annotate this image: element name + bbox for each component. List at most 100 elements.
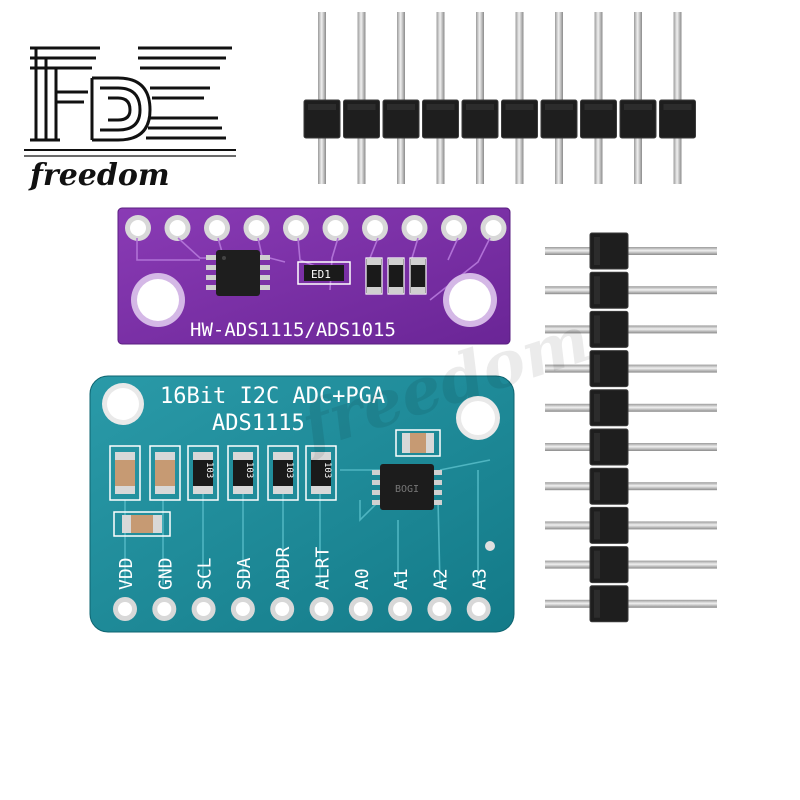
header-pin	[555, 12, 563, 184]
blue-mount-hole-right	[461, 401, 495, 435]
pin-label: A1	[391, 568, 412, 590]
pin-pad-hole	[157, 602, 172, 616]
resistor-code: 103	[204, 462, 214, 478]
blue-capacitor-upper	[395, 429, 441, 457]
header-pin	[476, 12, 484, 184]
purple-top-pads	[125, 215, 507, 241]
pin-label: ADDR	[273, 546, 294, 590]
silk-outline	[109, 445, 141, 501]
smd-terminal	[233, 452, 253, 460]
resistor-code: 103	[322, 462, 332, 478]
blue-traces	[124, 459, 491, 586]
smd-terminal	[193, 452, 213, 460]
smd-terminal	[311, 452, 331, 460]
header-housing-highlight	[387, 104, 415, 110]
logo-tagline: freedom	[28, 158, 170, 193]
smd-terminal	[155, 486, 175, 494]
header-pin	[545, 443, 717, 451]
purple-smd-parts: ED1	[297, 257, 427, 295]
pin-label: A3	[470, 568, 491, 590]
purple-pad-hole	[209, 220, 225, 236]
silk-outline	[267, 445, 299, 501]
header-housing-highlight	[594, 276, 600, 305]
smd-terminal	[155, 452, 175, 460]
pin-label: SCL	[195, 557, 216, 590]
blue-board-chip-name: ADS1115	[212, 411, 305, 436]
purple-pad-hole	[248, 220, 265, 236]
header-pin	[545, 364, 717, 373]
smd-resistor	[273, 452, 293, 494]
header-housing-highlight	[594, 511, 600, 540]
brand-logo: freedom	[24, 46, 236, 193]
header-housing-highlight	[545, 104, 573, 110]
pin-pad-hole	[432, 602, 447, 616]
pin-label: VDD	[116, 557, 137, 590]
header-pin	[673, 12, 682, 184]
pin-pad-hole	[353, 602, 368, 616]
silk-outline	[149, 445, 181, 501]
pin-label: A0	[352, 568, 373, 590]
blue-pin-row: VDD GND SCL SDA ADDR ALRT A0 A1 A2 A3	[113, 546, 491, 621]
pin-pad-hole	[196, 602, 211, 616]
blue-board-title: 16Bit I2C ADC+PGA	[160, 384, 385, 409]
blue-smd-row: 103 103 103 103	[109, 445, 337, 501]
pin-pad-hole	[235, 602, 250, 616]
header-housing-highlight	[663, 104, 692, 110]
smd-terminal	[233, 486, 253, 494]
header-pin	[634, 12, 642, 184]
purple-pad-hole	[446, 220, 462, 236]
blue-ic-chip: BOGI	[372, 464, 442, 510]
pin-pad-hole	[118, 602, 132, 616]
header-housing-highlight	[594, 550, 600, 579]
smd-terminal	[115, 486, 135, 494]
smd-terminal	[311, 486, 331, 494]
resistor-code: 103	[284, 462, 294, 478]
header-housing-highlight	[505, 104, 534, 110]
header-housing-highlight	[594, 589, 600, 618]
purple-mount-hole-left	[137, 279, 179, 321]
pin-label: SDA	[234, 557, 255, 590]
header-housing-highlight	[594, 354, 600, 383]
blue-adc-board: 16Bit I2C ADC+PGA ADS1115 103 103 103 103	[89, 375, 515, 633]
pin-label: GND	[155, 557, 176, 590]
header-housing-highlight	[426, 104, 455, 110]
header-pin	[545, 325, 717, 334]
purple-pad-hole	[406, 220, 423, 236]
header-pin	[545, 403, 717, 412]
pin-pad-hole	[275, 602, 290, 616]
header-pin	[545, 599, 717, 608]
silk-outline	[227, 445, 259, 501]
header-pin	[436, 12, 445, 184]
purple-resistor-code: ED1	[311, 268, 331, 281]
pin-label: A2	[430, 568, 451, 590]
purple-pad-hole	[367, 220, 383, 236]
pin-pad-hole	[471, 602, 486, 616]
header-housing-highlight	[594, 315, 600, 344]
logo-letters-graphic	[30, 46, 232, 142]
purple-ic-chip	[206, 250, 270, 296]
silk-outline	[187, 445, 219, 501]
header-pin	[545, 521, 717, 530]
blue-via	[485, 541, 495, 551]
pin-label: ALRT	[313, 546, 334, 590]
purple-pad-hole	[130, 220, 146, 236]
header-pin	[545, 560, 717, 569]
top-pin-header	[303, 12, 696, 184]
pin-pad-hole	[393, 602, 408, 616]
purple-mount-hole-right	[449, 279, 491, 321]
header-housing-highlight	[584, 104, 613, 110]
header-pin	[545, 482, 717, 491]
header-housing-highlight	[347, 104, 376, 110]
purple-adc-board: ED1 HW-ADS1115/ADS1015	[117, 207, 511, 345]
header-housing-highlight	[594, 472, 600, 501]
header-pin	[357, 12, 366, 184]
smd-capacitor	[155, 452, 175, 494]
smd-resistor	[311, 452, 331, 494]
resistor-code: 103	[244, 462, 254, 478]
header-pin	[545, 286, 717, 295]
smd-terminal	[273, 452, 293, 460]
pin-pad-hole	[314, 602, 329, 616]
purple-pad-hole	[327, 220, 344, 236]
header-pin	[515, 12, 524, 184]
